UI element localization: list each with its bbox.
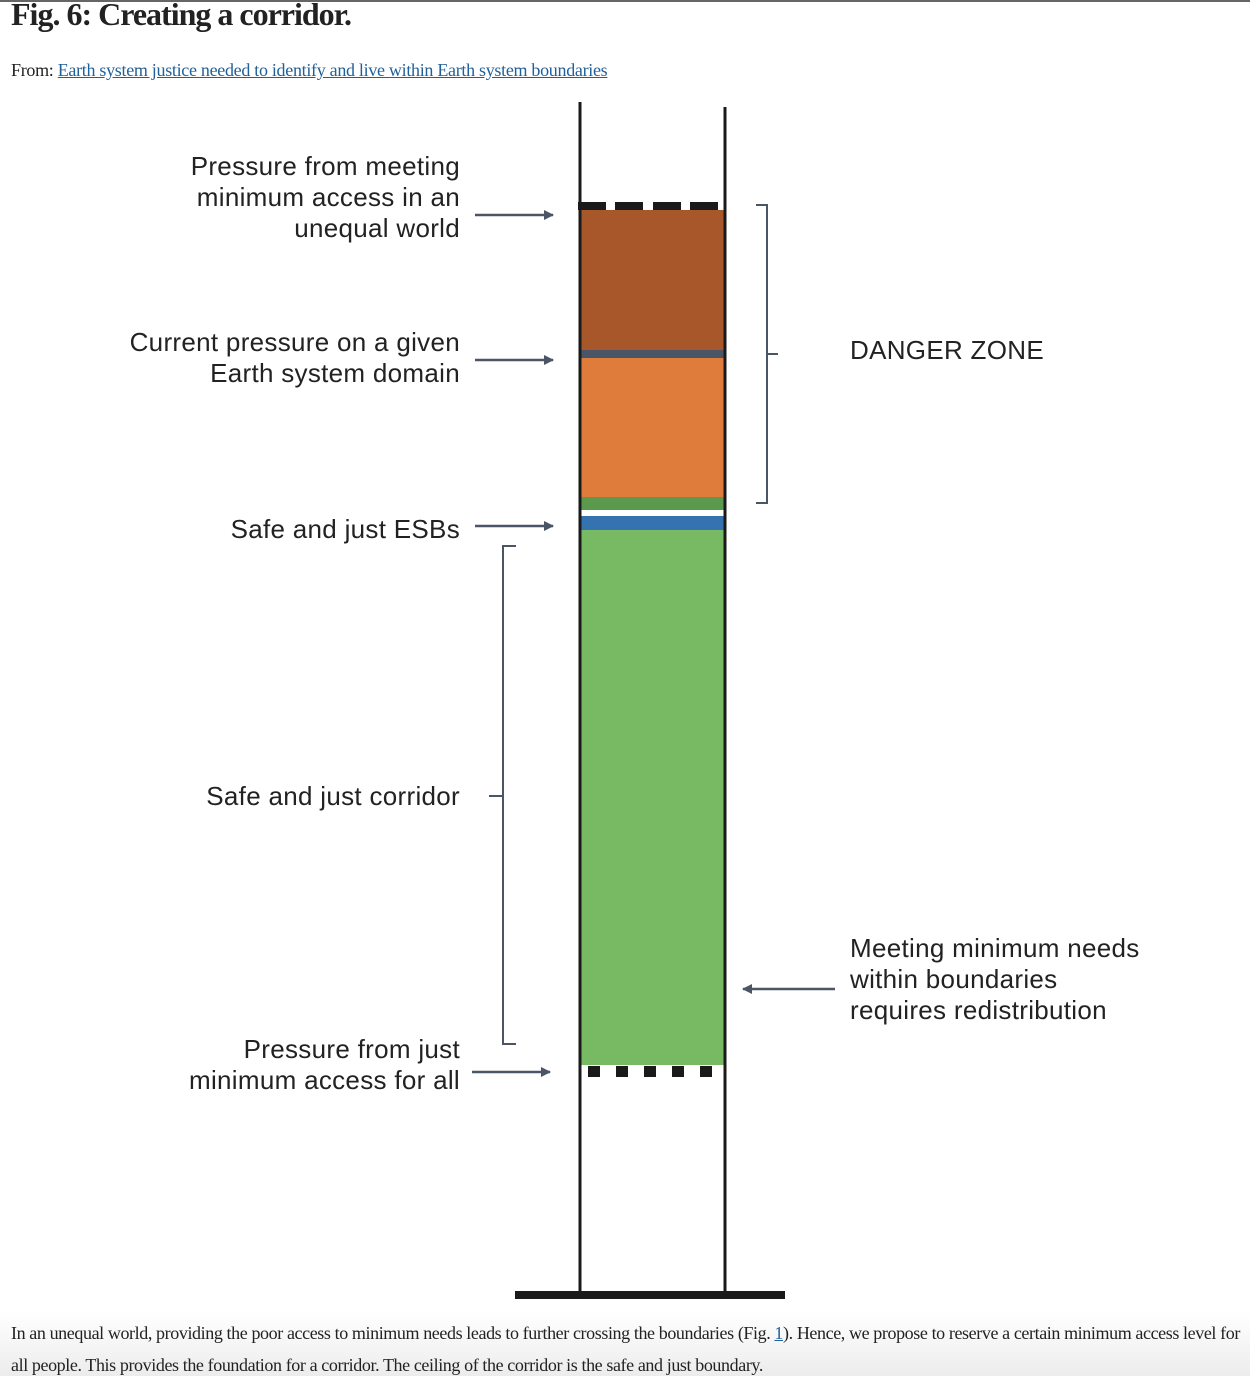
corridor-bracket [489, 545, 516, 1045]
top-dashed-line [578, 202, 718, 210]
bottom-dotted-line [588, 1066, 712, 1077]
label-line: Earth system domain [210, 358, 460, 388]
corridor-band [581, 530, 726, 1065]
label-unequal-pressure: Pressure from meeting minimum access in … [191, 151, 460, 244]
label-just-minimum-access: Pressure from just minimum access for al… [189, 1034, 460, 1096]
from-label: From: [11, 60, 54, 80]
label-line: within boundaries [850, 964, 1058, 994]
base-bar [515, 1291, 785, 1299]
label-line: Current pressure on a given [129, 327, 460, 357]
corridor-diagram [472, 102, 835, 1299]
label-danger-zone: DANGER ZONE [850, 335, 1044, 365]
label-line: minimum access in an [196, 182, 460, 212]
label-line: unequal world [294, 213, 460, 243]
esb-green-band [581, 497, 724, 510]
label-current-pressure: Current pressure on a given Earth system… [130, 327, 460, 389]
top-divider [0, 0, 1250, 2]
source-line: From: Earth system justice needed to ide… [11, 60, 608, 81]
figure-title: Fig. 6: Creating a corridor. [11, 0, 352, 32]
label-safe-just-esbs: Safe and just ESBs [230, 514, 460, 544]
label-line: minimum access for all [189, 1065, 460, 1095]
caption-text: In an unequal world, providing the poor … [11, 1323, 775, 1343]
fig-1-link[interactable]: 1 [774, 1323, 784, 1343]
label-corridor: Safe and just corridor [206, 781, 460, 811]
current-pressure-band [581, 358, 724, 497]
figure-caption: In an unequal world, providing the poor … [0, 1312, 1250, 1376]
unequal-pressure-band [581, 210, 724, 350]
current-pressure-line [581, 350, 724, 358]
source-article-link[interactable]: Earth system justice needed to identify … [57, 60, 608, 80]
label-redistribution: Meeting minimum needs within boundaries … [850, 933, 1140, 1026]
label-line: Pressure from just [243, 1034, 460, 1064]
label-line: Meeting minimum needs [850, 933, 1140, 963]
danger-zone-bracket [756, 204, 778, 504]
esb-blue-band [581, 516, 724, 530]
label-line: requires redistribution [850, 995, 1107, 1025]
label-line: Pressure from meeting [190, 151, 460, 181]
caption-text: ). Hence, we propose to reserve a certai… [11, 1323, 1240, 1375]
